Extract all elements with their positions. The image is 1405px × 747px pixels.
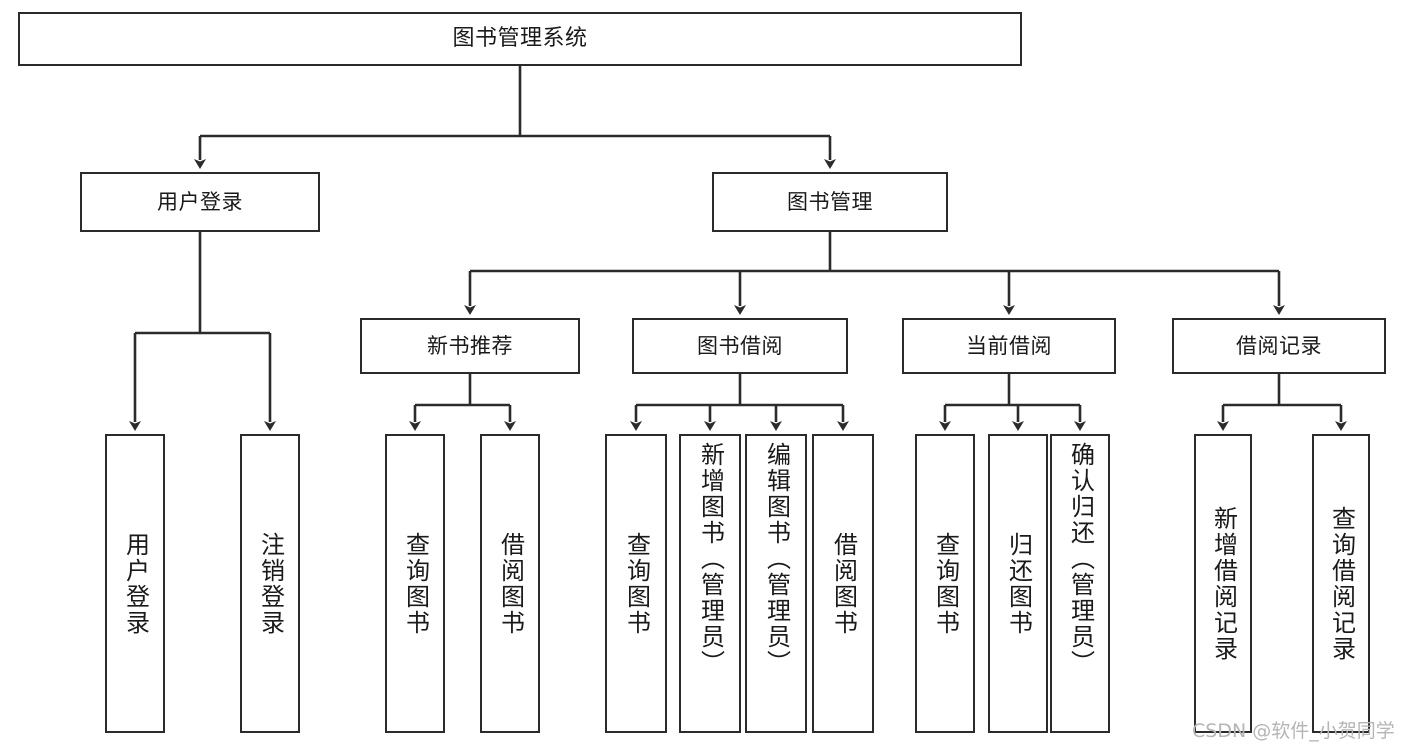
node-leaf-query-book-2-label: 查询图书 <box>622 531 651 636</box>
node-leaf-user-login[interactable]: 用户登录 <box>105 434 165 733</box>
node-root-label: 图书管理系统 <box>452 26 588 51</box>
node-leaf-query-book-1[interactable]: 查询图书 <box>385 434 445 733</box>
node-book-manage-branch[interactable]: 图书管理 <box>712 172 948 232</box>
node-borrow-record[interactable]: 借阅记录 <box>1172 318 1386 374</box>
node-leaf-add-record-label: 新增借阅记录 <box>1209 505 1238 662</box>
node-leaf-confirm-return-label: 确认归还（管理员） <box>1066 442 1095 676</box>
node-leaf-logout[interactable]: 注销登录 <box>240 434 300 733</box>
node-current-borrow-label: 当前借阅 <box>966 333 1052 358</box>
node-user-login-branch[interactable]: 用户登录 <box>80 172 320 232</box>
watermark: CSDN @软件_小贺同学 <box>1192 720 1395 742</box>
node-new-book-recommend-label: 新书推荐 <box>427 333 513 358</box>
node-leaf-add-book[interactable]: 新增图书（管理员） <box>679 434 741 733</box>
node-leaf-add-book-label: 新增图书（管理员） <box>696 442 725 676</box>
node-leaf-edit-book-label: 编辑图书（管理员） <box>762 442 791 676</box>
node-leaf-query-record-label: 查询借阅记录 <box>1327 505 1356 662</box>
node-user-login-branch-label: 用户登录 <box>157 189 243 214</box>
node-leaf-edit-book[interactable]: 编辑图书（管理员） <box>745 434 807 733</box>
node-book-manage-branch-label: 图书管理 <box>787 189 873 214</box>
node-leaf-confirm-return[interactable]: 确认归还（管理员） <box>1050 434 1110 733</box>
node-leaf-borrow-book-2-label: 借阅图书 <box>829 531 858 636</box>
node-leaf-query-book-3-label: 查询图书 <box>931 531 960 636</box>
node-root[interactable]: 图书管理系统 <box>18 12 1022 66</box>
node-current-borrow[interactable]: 当前借阅 <box>902 318 1116 374</box>
node-leaf-return-book-label: 归还图书 <box>1004 531 1033 636</box>
node-leaf-borrow-book-1-label: 借阅图书 <box>496 531 525 636</box>
node-new-book-recommend[interactable]: 新书推荐 <box>360 318 580 374</box>
node-leaf-query-book-2[interactable]: 查询图书 <box>605 434 667 733</box>
node-borrow-record-label: 借阅记录 <box>1236 333 1322 358</box>
node-leaf-borrow-book-2[interactable]: 借阅图书 <box>812 434 874 733</box>
node-book-borrow-label: 图书借阅 <box>697 333 783 358</box>
node-book-borrow[interactable]: 图书借阅 <box>632 318 848 374</box>
node-leaf-add-record[interactable]: 新增借阅记录 <box>1194 434 1252 733</box>
node-leaf-return-book[interactable]: 归还图书 <box>988 434 1048 733</box>
node-leaf-borrow-book-1[interactable]: 借阅图书 <box>480 434 540 733</box>
node-leaf-query-book-3[interactable]: 查询图书 <box>915 434 975 733</box>
node-leaf-query-record[interactable]: 查询借阅记录 <box>1312 434 1370 733</box>
node-leaf-user-login-label: 用户登录 <box>121 531 150 636</box>
node-leaf-logout-label: 注销登录 <box>256 531 285 636</box>
node-leaf-query-book-1-label: 查询图书 <box>401 531 430 636</box>
